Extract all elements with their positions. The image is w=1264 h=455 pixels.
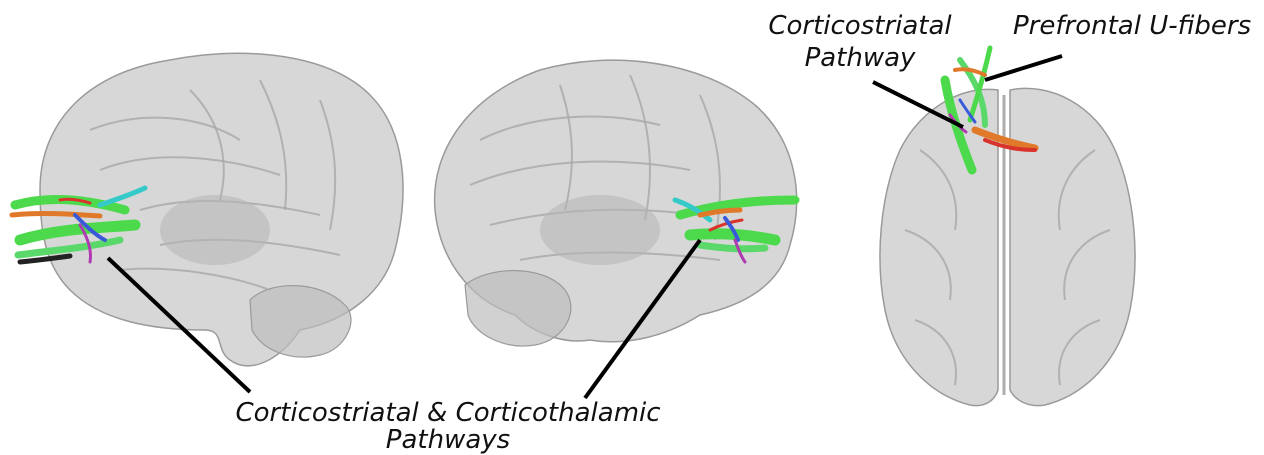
axial-left-hemisphere <box>880 89 998 405</box>
left-sagittal-brain <box>12 53 403 366</box>
right-brain-cerebellum <box>465 271 571 346</box>
bottom-label-line2: Pathways <box>198 427 698 453</box>
bottom-label-line1: Corticostriatal & Corticothalamic <box>198 400 698 426</box>
corticostriatal-label-line2: Pathway <box>750 45 970 71</box>
pointer-prefrontal-u-fibers <box>985 56 1062 80</box>
corticostriatal-label-line1: Corticostriatal <box>750 13 970 39</box>
prefrontal-u-fibers-label: Prefrontal U-fibers <box>1013 13 1251 39</box>
right-sagittal-brain <box>435 60 797 346</box>
axial-right-hemisphere <box>1010 88 1135 405</box>
axial-brain <box>880 48 1135 406</box>
